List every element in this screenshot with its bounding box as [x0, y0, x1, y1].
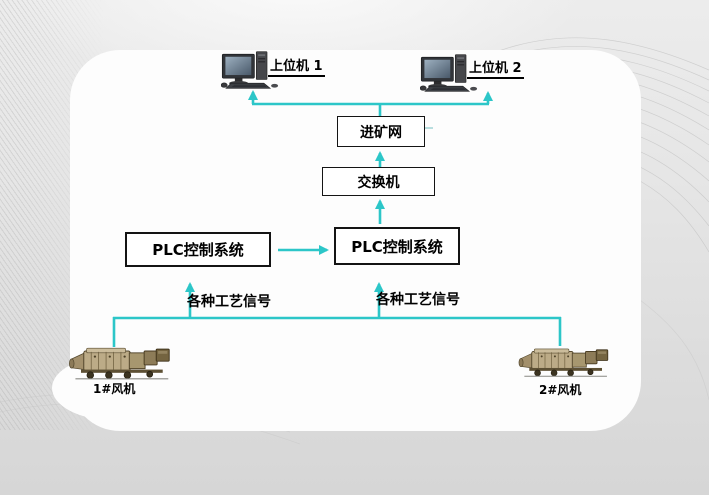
upper-computer-1-label: 上位机 1	[268, 55, 325, 77]
process-signals-label-left: 各种工艺信号	[187, 294, 271, 310]
fan-2-label: 2#风机	[539, 383, 582, 397]
mine-fan-machine-icon	[512, 344, 616, 382]
stray-mark	[425, 127, 433, 129]
process-signals-label-right: 各种工艺信号	[376, 292, 460, 308]
upper-computer-2-label: 上位机 2	[467, 57, 524, 79]
switch-box: 交换机	[322, 167, 435, 196]
mine-network-box: 进矿网	[337, 116, 425, 147]
fan-1-label: 1#风机	[93, 382, 136, 396]
plc-system-left-box: PLC控制系统	[125, 232, 271, 267]
plc-system-right-box: PLC控制系统	[334, 227, 460, 265]
